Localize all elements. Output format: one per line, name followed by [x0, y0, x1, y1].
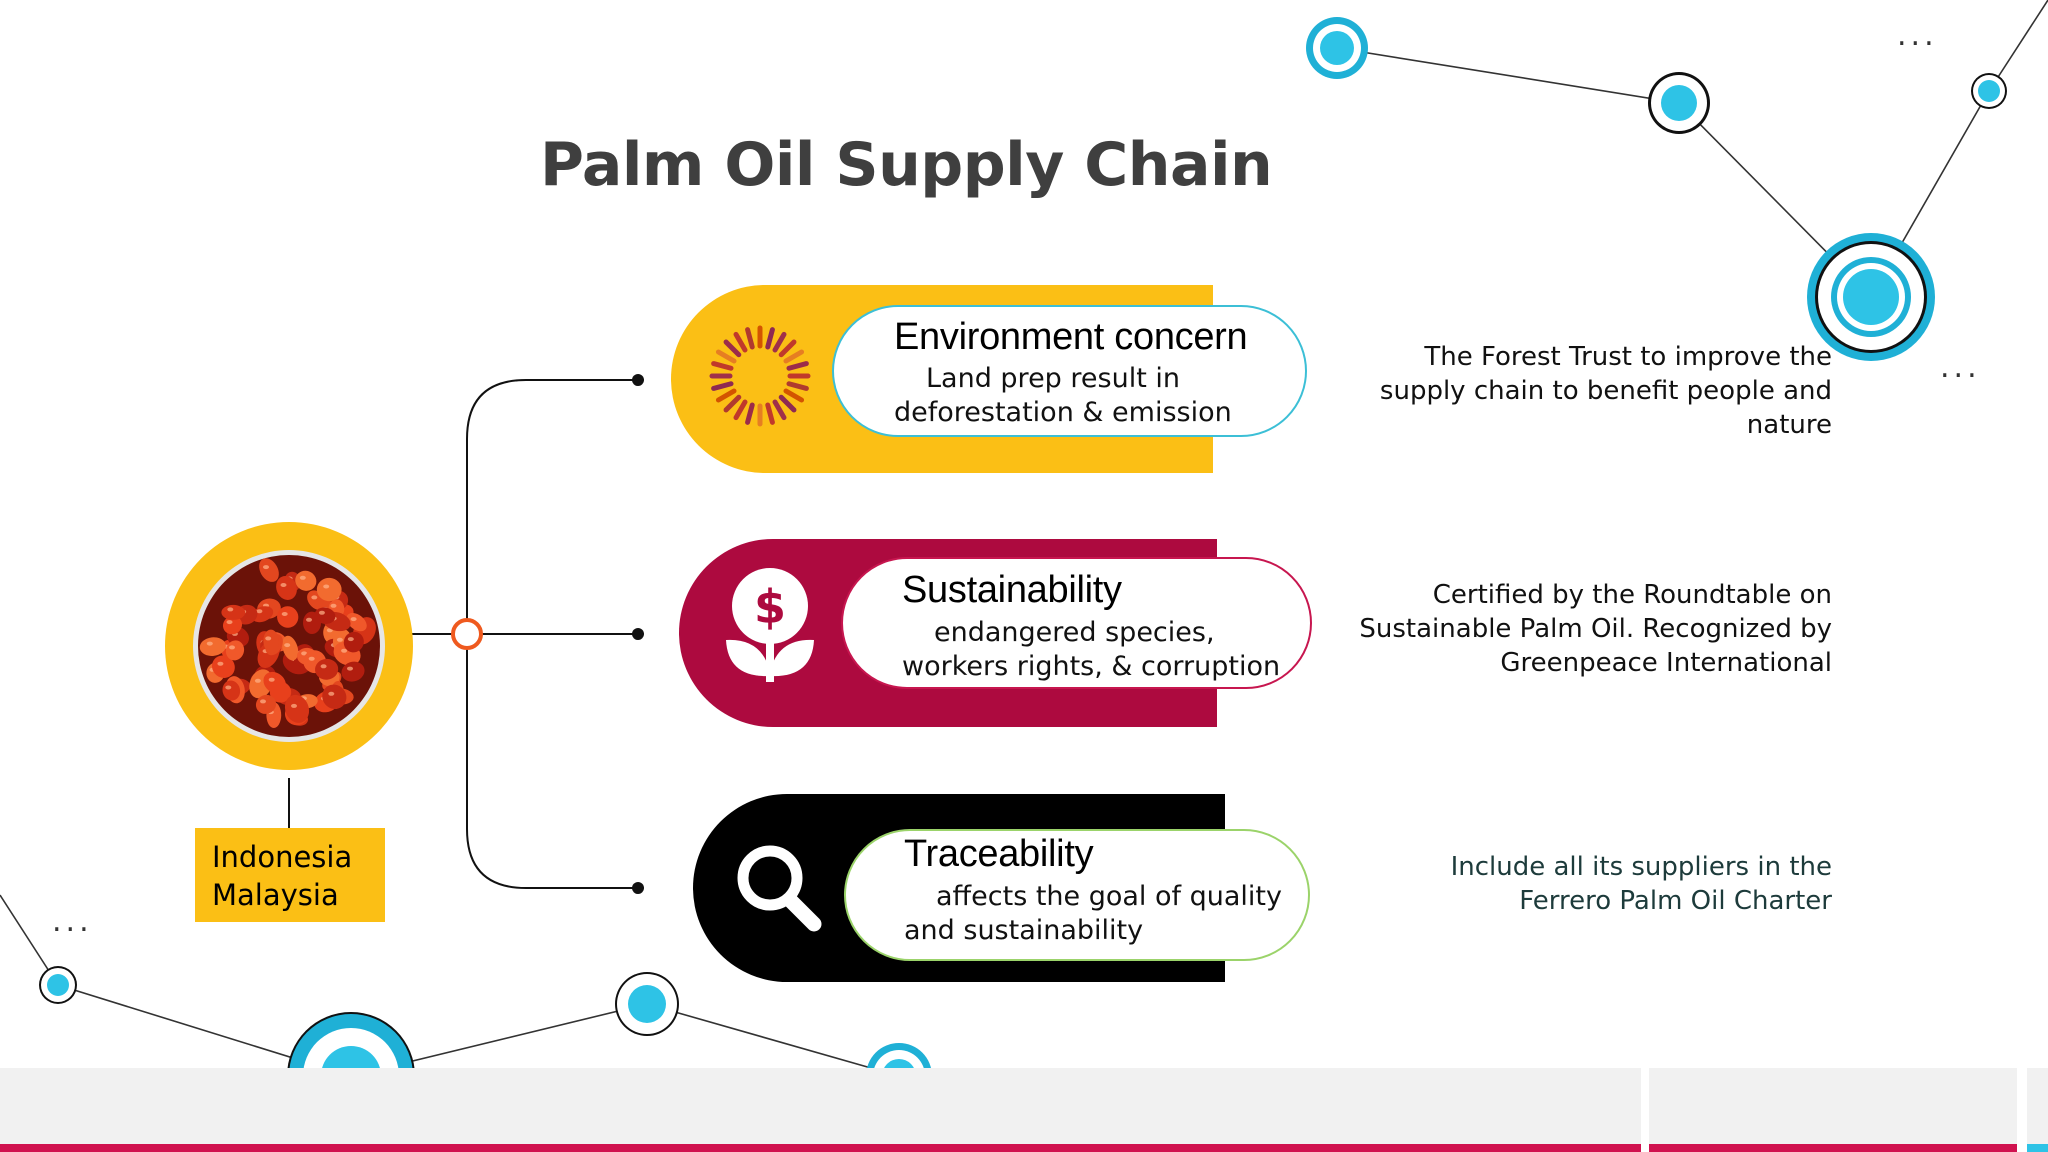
- page-title: Palm Oil Supply Chain: [540, 130, 1300, 200]
- sunburst-ray: [775, 402, 784, 418]
- network-node: [1971, 73, 2007, 109]
- sunburst-ray: [748, 330, 753, 347]
- palm-fruit-highlight: [337, 638, 343, 642]
- sunburst-ray: [748, 405, 753, 422]
- junction-node: [453, 620, 481, 648]
- money-plant-icon: $: [722, 568, 814, 686]
- sunburst-ray: [786, 352, 802, 361]
- palm-fruit-highlight: [207, 642, 213, 646]
- more-dots-icon: ...: [1940, 350, 1981, 385]
- palm-fruit-highlight: [347, 667, 353, 671]
- branch-endpoint: [632, 628, 644, 640]
- palm-fruit-highlight: [323, 585, 329, 589]
- branch-endpoint: [632, 374, 644, 386]
- palm-fruit-highlight: [309, 657, 315, 661]
- footer-band: [0, 1068, 2048, 1144]
- palm-fruit-highlight: [282, 612, 288, 616]
- sunburst-ray: [789, 384, 806, 389]
- palm-fruit-highlight: [263, 565, 269, 569]
- sunburst-ray: [736, 334, 745, 350]
- origin-label: Indonesia Malaysia: [195, 828, 385, 922]
- palm-fruit-highlight: [319, 611, 325, 615]
- palm-fruit-highlight: [260, 699, 266, 703]
- magnifier-icon: [734, 842, 824, 934]
- palm-fruit-photo: [165, 522, 413, 770]
- palm-fruit-highlight: [269, 678, 275, 682]
- footer-accent-line: [0, 1144, 1641, 1152]
- palm-fruit-highlight: [311, 595, 317, 599]
- palm-fruit-highlight: [284, 643, 290, 647]
- note-forest-trust: The Forest Trust to improve the supply c…: [1312, 340, 1832, 442]
- sunburst-ray: [781, 397, 794, 410]
- branch-endpoint: [632, 882, 644, 894]
- sunburst-ray: [781, 342, 794, 355]
- note-rspo: Certified by the Roundtable on Sustainab…: [1312, 578, 1832, 680]
- card-title: Environment concern: [894, 316, 1247, 359]
- palm-fruit-highlight: [225, 686, 231, 690]
- card-title: Sustainability: [902, 569, 1122, 612]
- palm-fruit-highlight: [351, 617, 357, 621]
- network-node: [39, 966, 77, 1004]
- svg-text:$: $: [754, 580, 786, 634]
- palm-fruit-highlight: [291, 704, 297, 708]
- palm-fruit-highlight: [341, 649, 347, 653]
- sunburst-ray: [726, 397, 739, 410]
- palm-fruit-highlight: [227, 620, 233, 624]
- palm-fruit-highlight: [255, 679, 261, 683]
- sunburst-ray: [714, 364, 731, 369]
- network-node: [1648, 72, 1710, 134]
- palm-fruit-highlight: [281, 583, 287, 587]
- palm-fruit-highlight: [306, 618, 312, 622]
- palm-fruit-highlight: [300, 576, 306, 580]
- origin-line: Malaysia: [212, 876, 385, 914]
- palm-fruit-highlight: [265, 636, 271, 640]
- palm-fruit-highlight: [321, 664, 327, 668]
- origin-line: Indonesia: [212, 838, 385, 876]
- more-dots-icon: ...: [52, 904, 93, 939]
- network-node: [615, 972, 679, 1036]
- card-description: endangered species, workers rights, & co…: [902, 616, 1302, 684]
- sunburst-ray: [736, 402, 745, 418]
- note-ferrero-charter: Include all its suppliers in the Ferrero…: [1312, 850, 1832, 918]
- sunburst-ray: [789, 364, 806, 369]
- card-title: Traceability: [904, 833, 1093, 876]
- sunburst-ray: [768, 330, 773, 347]
- palm-fruit-highlight: [229, 645, 235, 649]
- sunburst-ray: [726, 342, 739, 355]
- sunburst-ray: [714, 384, 731, 389]
- card-description: affects the goal of quality and sustaina…: [904, 880, 1304, 948]
- sunburst-ray: [775, 334, 784, 350]
- more-dots-icon: ...: [1897, 18, 1938, 53]
- sunburst-ray: [768, 405, 773, 422]
- palm-fruit-highlight: [217, 662, 223, 666]
- sunburst-ray: [786, 391, 802, 400]
- network-node: [1306, 17, 1368, 79]
- sunburst-icon: [706, 322, 814, 430]
- sunburst-ray: [718, 352, 734, 361]
- palm-fruit-highlight: [256, 609, 262, 613]
- palm-fruit-highlight: [227, 607, 233, 611]
- palm-fruit-highlight: [331, 604, 337, 608]
- card-description: Land prep result in deforestation & emis…: [894, 362, 1294, 430]
- palm-fruit-highlight: [328, 692, 334, 696]
- palm-fruit: [221, 605, 245, 620]
- sunburst-ray: [718, 391, 734, 400]
- palm-fruit-highlight: [348, 637, 354, 641]
